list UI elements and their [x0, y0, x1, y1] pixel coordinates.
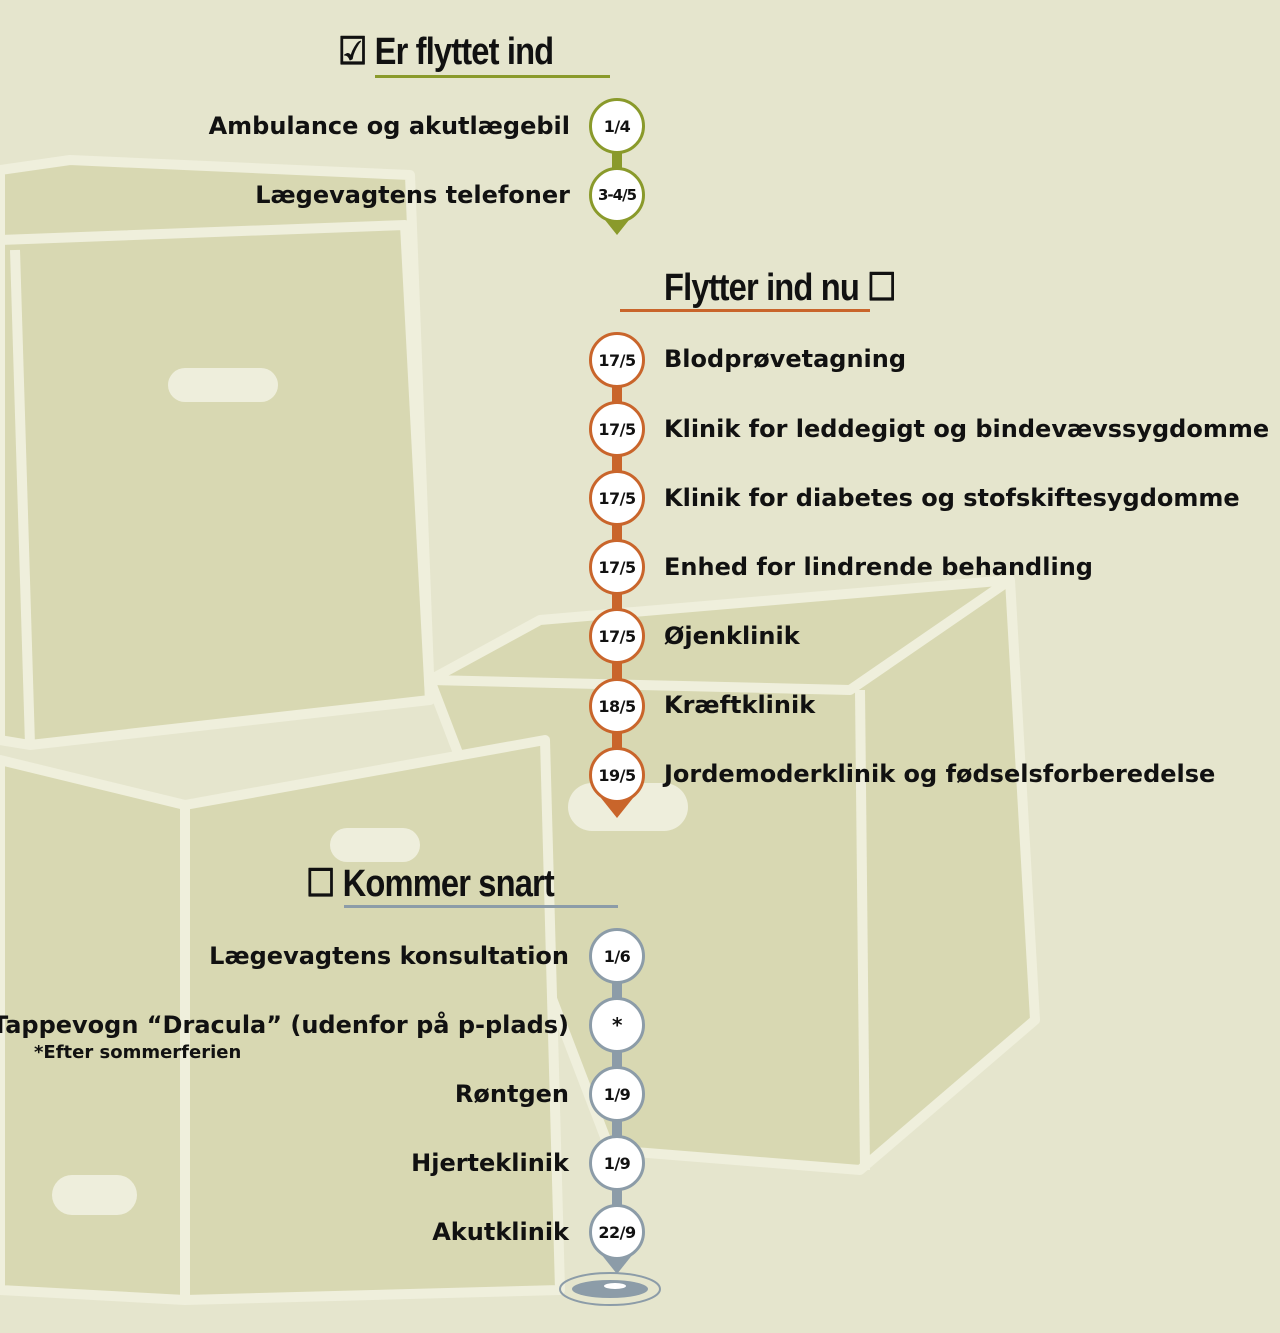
- date-marker: 17/5: [589, 539, 645, 595]
- unchecked-box-icon: ☐: [867, 267, 896, 309]
- date-marker: 3-4/5: [589, 167, 645, 223]
- footnote: *Efter sommerferien: [34, 1042, 242, 1063]
- timeline-item-label: Ambulance og akutlægebil: [208, 112, 570, 140]
- timeline-item-label: Enhed for lindrende behandling: [664, 553, 1093, 581]
- checked-box-icon: ☑: [338, 31, 367, 73]
- date-marker: 1/9: [589, 1135, 645, 1191]
- timeline-item-label: Tappevogn “Dracula” (udenfor på p-plads): [0, 1011, 569, 1039]
- timeline-item-label: Lægevagtens telefoner: [255, 181, 570, 209]
- date-marker: 19/5: [589, 747, 645, 803]
- date-marker: 1/4: [589, 98, 645, 154]
- timeline-item-label: Jordemoderklinik og fødselsforberedelse: [664, 760, 1216, 788]
- date-marker: 17/5: [589, 332, 645, 388]
- timeline-item-label: Hjerteklinik: [411, 1149, 569, 1177]
- section-title: Kommer snart: [342, 863, 555, 905]
- section-title: Flytter ind nu: [664, 267, 860, 309]
- section-heading-moved-in: ☑ Er flyttet ind: [338, 31, 554, 73]
- section-heading-coming-soon: ☐ Kommer snart: [306, 863, 555, 905]
- section-heading-moving-now: Flytter ind nu ☐: [664, 268, 896, 308]
- date-marker: 17/5: [589, 401, 645, 457]
- unchecked-box-icon: ☐: [306, 863, 335, 905]
- date-marker: 1/6: [589, 928, 645, 984]
- timeline-connector: [612, 150, 622, 175]
- date-marker: *: [589, 997, 645, 1053]
- date-marker: 1/9: [589, 1066, 645, 1122]
- date-marker: 17/5: [589, 470, 645, 526]
- date-marker: 17/5: [589, 608, 645, 664]
- timeline-item-label: Røntgen: [454, 1080, 569, 1108]
- timeline-end-pointer: [601, 798, 633, 818]
- timeline-item-label: Øjenklinik: [664, 622, 800, 650]
- date-marker: 18/5: [589, 678, 645, 734]
- timeline-item-label: Klinik for leddegigt og bindevævssygdomm…: [664, 415, 1270, 443]
- timeline-item-label: Klinik for diabetes og stofskiftesygdomm…: [664, 484, 1240, 512]
- timeline-item-label: Akutklinik: [432, 1218, 569, 1246]
- section-underline: [344, 905, 618, 908]
- section-title: Er flyttet ind: [374, 31, 554, 73]
- timeline-item-label: Blodprøvetagning: [664, 345, 907, 373]
- section-underline: [375, 75, 610, 78]
- section-underline: [620, 309, 870, 312]
- timeline-item-label: Kræftklinik: [664, 691, 816, 719]
- timeline-item-label: Lægevagtens konsultation: [209, 942, 569, 970]
- date-marker: 22/9: [589, 1204, 645, 1260]
